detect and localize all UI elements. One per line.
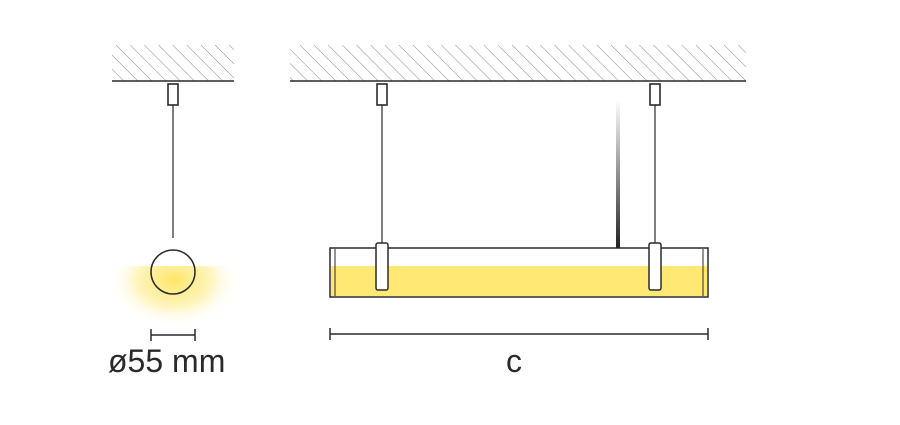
diameter-dimension — [150, 329, 196, 341]
front-view — [290, 45, 746, 340]
tube-clip-2 — [648, 242, 662, 291]
diameter-label: ø55 mm — [108, 343, 226, 379]
ceiling-anchor-1 — [376, 83, 388, 106]
length-label: c — [506, 343, 522, 379]
tube-cross-section — [150, 249, 196, 295]
tube-clip-1 — [375, 242, 389, 291]
ceiling-anchor-2 — [649, 83, 661, 106]
light-glow-top-cut — [108, 238, 240, 266]
ceiling-hatch-left — [112, 45, 234, 81]
tube-light-fill — [331, 266, 707, 296]
ceiling-hatch-right — [290, 45, 746, 81]
side-view — [108, 45, 240, 341]
power-cord — [616, 100, 620, 248]
ceiling-anchor-left — [167, 83, 179, 106]
length-dimension — [329, 328, 709, 340]
tube-body — [329, 247, 709, 298]
